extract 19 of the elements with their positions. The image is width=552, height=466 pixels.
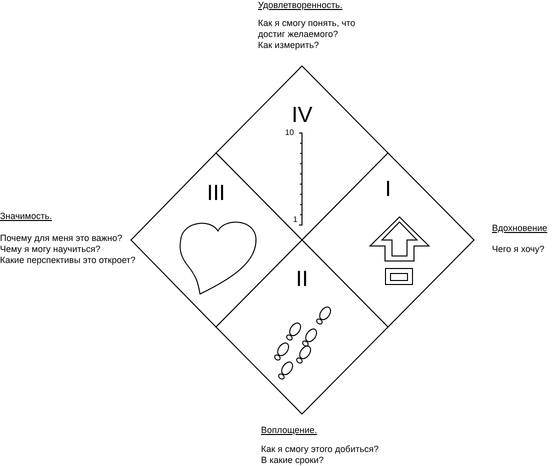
heading: Удовлетворенность. [258, 0, 342, 11]
question-text: Какие перспективы это откроет? [0, 255, 137, 266]
question-text: В какие сроки? [261, 455, 325, 466]
heading: Вдохновение [492, 223, 548, 234]
heading: Воплощение. [261, 425, 318, 436]
quadrant-number: IV [292, 104, 312, 126]
scale-value: 10 [285, 128, 294, 137]
heading: Значимость. [0, 211, 52, 222]
scale-value: 1 [293, 215, 298, 224]
question-text: Чему я могу научиться? [0, 244, 102, 255]
quadrant-number: I [384, 178, 392, 200]
question-text: Чего я хочу? [492, 244, 546, 255]
question-text: Почему для меня это важно? [0, 233, 124, 244]
quadrant-number: II [296, 268, 308, 290]
quadrant-number: III [206, 182, 226, 204]
question-text: Как измерить? [258, 40, 320, 51]
question-text: Как я смогу этого добиться? [261, 444, 380, 455]
quadrant [216, 240, 388, 414]
question-text: Как я смогу понять, что достиг желаемого? [258, 18, 356, 40]
